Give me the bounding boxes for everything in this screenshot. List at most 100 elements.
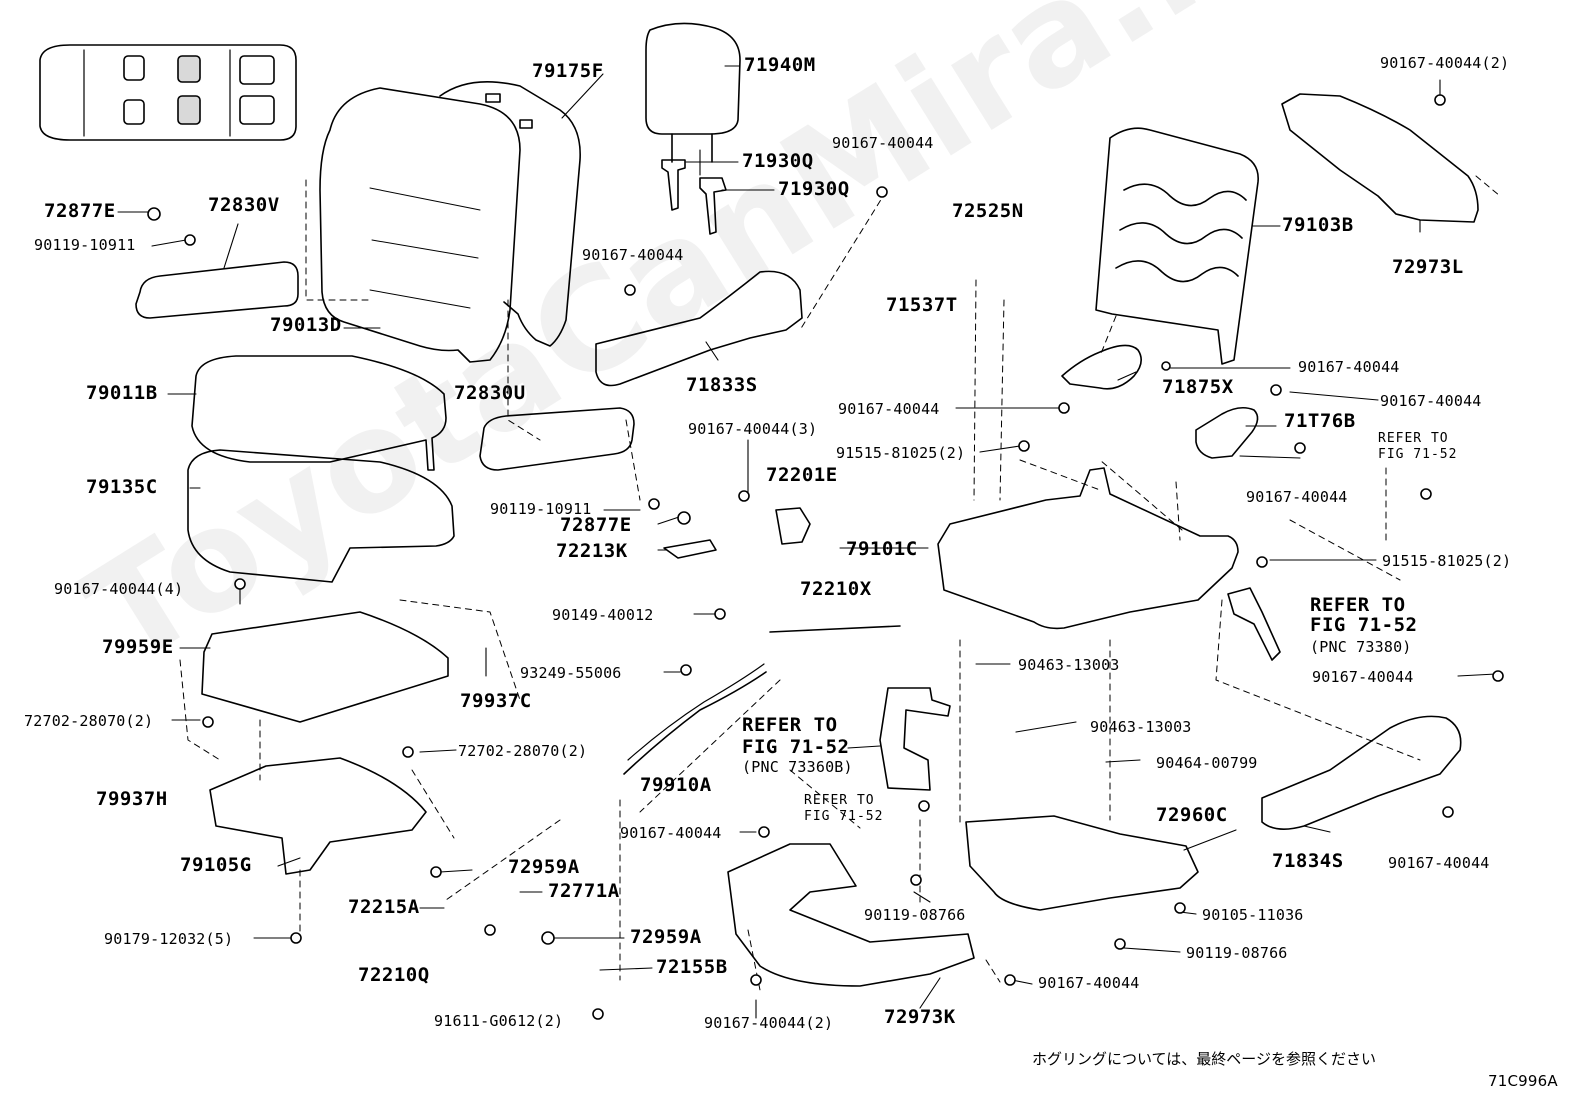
seat-cushion-cover-79011B bbox=[191, 355, 447, 471]
seat-shield-71834S bbox=[1261, 715, 1462, 830]
seatback-board-79175F bbox=[439, 81, 581, 347]
seatback-frame-79103B bbox=[1095, 127, 1259, 365]
refer-to-fig-a-line1: REFER TO bbox=[1378, 431, 1449, 446]
belt-anchor-bracket bbox=[879, 687, 951, 791]
part-label-72973L: 72973L bbox=[1392, 256, 1464, 278]
part-label-90167-40044-e: 90167-40044 bbox=[838, 400, 940, 418]
part-label-71875X: 71875X bbox=[1162, 376, 1234, 398]
part-label-90105-11036: 90105-11036 bbox=[1202, 906, 1304, 924]
recliner-cover-71T76B bbox=[1195, 406, 1259, 459]
part-label-72959A-b: 72959A bbox=[630, 926, 702, 948]
headrest-71940M bbox=[645, 22, 741, 163]
part-label-72702-28070-2-b: 72702-28070(2) bbox=[458, 742, 588, 760]
armrest-cover-72830V bbox=[135, 261, 299, 319]
part-label-90167-40044-h: 90167-40044 bbox=[620, 824, 722, 842]
part-label-79937H: 79937H bbox=[96, 788, 168, 810]
part-label-79105G: 79105G bbox=[180, 854, 252, 876]
refer-to-fig-d-line2: FIG 71-52 bbox=[804, 809, 884, 824]
part-label-71930Q-b: 71930Q bbox=[778, 178, 850, 200]
part-label-72155B: 72155B bbox=[656, 956, 728, 978]
part-label-90119-08766-a: 90119-08766 bbox=[864, 906, 966, 924]
part-label-72215A: 72215A bbox=[348, 896, 420, 918]
refer-to-fig-b-line1: REFER TO bbox=[1310, 594, 1406, 616]
seat-track-72960C bbox=[965, 815, 1199, 911]
seat-shield-71833S bbox=[595, 270, 803, 387]
part-label-72702-28070-2-a: 72702-28070(2) bbox=[24, 712, 154, 730]
part-label-90167-40044-2-top: 90167-40044(2) bbox=[1380, 54, 1510, 72]
part-label-90167-40044-i: 90167-40044 bbox=[1388, 854, 1490, 872]
part-label-90179-12032-5: 90179-12032(5) bbox=[104, 930, 234, 948]
part-label-79910A: 79910A bbox=[640, 774, 712, 796]
release-lever-72213K bbox=[663, 539, 717, 559]
part-label-90167-40044-d: 90167-40044 bbox=[1380, 392, 1482, 410]
part-label-90149-40012: 90149-40012 bbox=[552, 606, 654, 624]
part-label-90167-40044-a: 90167-40044 bbox=[832, 134, 934, 152]
refer-to-fig-c-line1: REFER TO bbox=[742, 714, 838, 736]
part-label-72960C: 72960C bbox=[1156, 804, 1228, 826]
part-label-79937C: 79937C bbox=[460, 690, 532, 712]
refer-to-fig-c-line3: (PNC 73360B) bbox=[742, 758, 853, 776]
part-label-90167-40044-4: 90167-40044(4) bbox=[54, 580, 184, 598]
part-label-91611-G0612-2: 91611-G0612(2) bbox=[434, 1012, 564, 1030]
part-label-72210X: 72210X bbox=[800, 578, 872, 600]
part-label-72959A-a: 72959A bbox=[508, 856, 580, 878]
part-label-72830V: 72830V bbox=[208, 194, 280, 216]
part-label-79103B: 79103B bbox=[1282, 214, 1354, 236]
refer-to-fig-b-line3: (PNC 73380) bbox=[1310, 638, 1412, 656]
seat-front-cover-72973K bbox=[727, 843, 975, 987]
part-label-90167-40044-b: 90167-40044 bbox=[582, 246, 684, 264]
part-label-90463-13003-b: 90463-13003 bbox=[1090, 718, 1192, 736]
part-label-91515-81025-2-a: 91515-81025(2) bbox=[836, 444, 966, 462]
part-label-93249-55006: 93249-55006 bbox=[520, 664, 622, 682]
seat-rear-cover-72973L bbox=[1281, 93, 1479, 223]
part-label-79101C: 79101C bbox=[846, 538, 918, 560]
part-label-71833S: 71833S bbox=[686, 374, 758, 396]
headrest-guide-71930Q bbox=[661, 159, 727, 235]
armrest-cover-72830U bbox=[479, 407, 635, 471]
part-label-72973K: 72973K bbox=[884, 1006, 956, 1028]
part-label-90463-13003-a: 90463-13003 bbox=[1018, 656, 1120, 674]
refer-to-fig-c-line2: FIG 71-52 bbox=[742, 736, 850, 758]
refer-to-fig-a-line2: FIG 71-52 bbox=[1378, 447, 1458, 462]
part-label-79013D: 79013D bbox=[270, 314, 342, 336]
part-label-71T76B: 71T76B bbox=[1284, 410, 1356, 432]
part-label-72525N: 72525N bbox=[952, 200, 1024, 222]
part-label-72877E-b: 72877E bbox=[560, 514, 632, 536]
seat-leg-79105G bbox=[209, 757, 427, 875]
part-label-72201E: 72201E bbox=[766, 464, 838, 486]
part-label-91515-81025-2-b: 91515-81025(2) bbox=[1382, 552, 1512, 570]
part-label-72210Q: 72210Q bbox=[358, 964, 430, 986]
part-label-71537T: 71537T bbox=[886, 294, 958, 316]
part-label-90167-40044-2-bot: 90167-40044(2) bbox=[704, 1014, 834, 1032]
refer-to-fig-d-line1: REFER TO bbox=[804, 793, 875, 808]
release-cable-72210X bbox=[769, 625, 901, 633]
seatback-cover-79013D bbox=[319, 87, 521, 363]
part-label-90119-10911-a: 90119-10911 bbox=[34, 236, 136, 254]
part-label-71940M: 71940M bbox=[744, 54, 816, 76]
recliner-hinge-71875X bbox=[1061, 344, 1142, 390]
part-label-90464-00799: 90464-00799 bbox=[1156, 754, 1258, 772]
part-label-79011B: 79011B bbox=[86, 382, 158, 404]
part-label-90167-40044-g: 90167-40044 bbox=[1312, 668, 1414, 686]
part-label-90167-40044-f: 90167-40044 bbox=[1246, 488, 1348, 506]
part-label-90167-40044-c: 90167-40044 bbox=[1298, 358, 1400, 376]
part-label-72877E-a: 72877E bbox=[44, 200, 116, 222]
part-label-79959E: 79959E bbox=[102, 636, 174, 658]
seat-cushion-pad-79135C bbox=[187, 449, 455, 583]
release-cable-79910A bbox=[623, 671, 767, 775]
seat-frame-79101C bbox=[937, 467, 1239, 630]
part-label-71930Q-a: 71930Q bbox=[742, 150, 814, 172]
seat-belt-buckle bbox=[1227, 587, 1281, 661]
part-label-90167-40044-3: 90167-40044(3) bbox=[688, 420, 818, 438]
part-label-72213K: 72213K bbox=[556, 540, 628, 562]
part-label-71834S: 71834S bbox=[1272, 850, 1344, 872]
diagram-code: 71C996A bbox=[1488, 1072, 1558, 1090]
part-label-72771A: 72771A bbox=[548, 880, 620, 902]
part-label-90119-10911-b: 90119-10911 bbox=[490, 500, 592, 518]
part-label-79135C: 79135C bbox=[86, 476, 158, 498]
part-label-79175F: 79175F bbox=[532, 60, 604, 82]
footer-note: ホグリングについては、最終ページを参照ください bbox=[1032, 1050, 1376, 1068]
vehicle-seat-map-icon bbox=[39, 44, 297, 141]
part-label-90119-08766-b: 90119-08766 bbox=[1186, 944, 1288, 962]
